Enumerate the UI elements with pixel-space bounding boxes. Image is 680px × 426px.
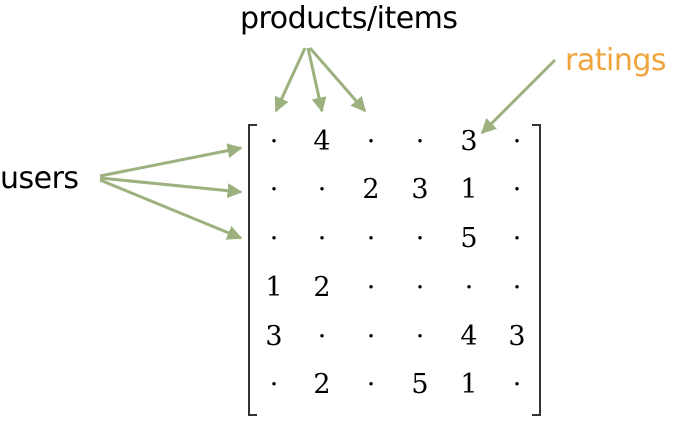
matrix-cell: · [464, 272, 474, 303]
matrix-left-bracket [248, 124, 257, 416]
matrix-cell: · [366, 369, 376, 400]
matrix-cell: · [317, 223, 327, 254]
matrix-row-4: 1 2 · · · · [250, 270, 540, 318]
matrix-cell: 3 [411, 174, 429, 205]
matrix-cell: · [512, 174, 522, 205]
matrix-cell: · [512, 369, 522, 400]
arrow-users-row3 [99, 178, 243, 240]
matrix-row-3: · · · · 5 · [250, 221, 540, 269]
matrix-cell: · [512, 272, 522, 303]
matrix-cell: 2 [313, 369, 331, 400]
arrow-users-row2 [99, 176, 243, 199]
matrix-row-5: 3 · · · 4 3 [250, 319, 540, 367]
matrix-cell: 3 [508, 321, 526, 352]
matrix-cell: · [366, 223, 376, 254]
arrow-products-col3 [308, 47, 367, 113]
matrix-cell: 5 [460, 223, 478, 254]
matrix-row-2: · · 2 3 1 · [250, 172, 540, 220]
matrix-cell: 1 [460, 369, 478, 400]
matrix-cell: 4 [460, 321, 478, 352]
matrix-cell: · [415, 223, 425, 254]
matrix-cell: 4 [313, 126, 331, 157]
matrix-row-1: · 4 · · 3 · [250, 124, 540, 172]
users-label: users [0, 161, 79, 196]
matrix-cell: · [317, 174, 327, 205]
matrix-cell: 3 [460, 126, 478, 157]
arrow-products-col1 [274, 47, 307, 113]
matrix-cell: · [415, 272, 425, 303]
matrix-cell: 2 [362, 174, 380, 205]
ratings-matrix: · 4 · · 3 · · · 2 3 1 · · · · · 5 · 1 2 … [250, 124, 540, 416]
matrix-cell: · [269, 369, 279, 400]
matrix-cell: · [366, 321, 376, 352]
matrix-row-6: · 2 · 5 1 · [250, 367, 540, 415]
products-items-label: products/items [240, 1, 458, 36]
arrow-users-row1 [99, 143, 243, 178]
matrix-cell: 2 [313, 272, 331, 303]
matrix-cell: 5 [411, 369, 429, 400]
matrix-cell: · [317, 321, 327, 352]
matrix-cell: 1 [265, 272, 283, 303]
matrix-cell: · [269, 126, 279, 157]
ratings-label: ratings [565, 43, 667, 78]
matrix-cell: · [512, 223, 522, 254]
matrix-cell: · [512, 126, 522, 157]
matrix-cell: 1 [460, 174, 478, 205]
matrix-cell: · [415, 126, 425, 157]
matrix-cell: 3 [265, 321, 283, 352]
matrix-cell: · [366, 272, 376, 303]
arrow-ratings [480, 58, 557, 135]
matrix-cell: · [269, 174, 279, 205]
matrix-cell: · [366, 126, 376, 157]
matrix-cell: · [415, 321, 425, 352]
matrix-cell: · [269, 223, 279, 254]
matrix-right-bracket [532, 124, 541, 416]
arrow-products-col2 [306, 47, 327, 113]
